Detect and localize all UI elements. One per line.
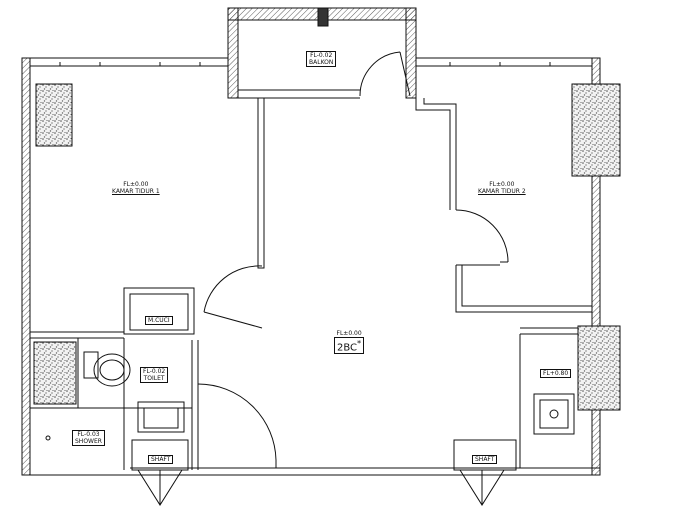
- room-label-toilet: FL-0.02 TOILET: [140, 367, 169, 383]
- exterior-walls: [21, 7, 601, 476]
- room-label-kamar-tidur-1: FL±0.00 KAMAR TIDUR 1: [112, 181, 160, 195]
- room-label-m-cuci: M.CUCI: [145, 316, 173, 325]
- doors: [137, 51, 509, 506]
- room-label-balkon: FL-0.02 BALKON: [306, 51, 337, 67]
- room-label-kamar-tidur-2: FL±0.00 KAMAR TIDUR 2: [478, 181, 526, 195]
- room-label-kitchen: FL+0.80: [540, 369, 572, 378]
- room-label-living: FL±0.00 2BC*: [334, 330, 365, 355]
- room-label-shower: FL-0.03 SHOWER: [72, 430, 105, 446]
- fixtures: [45, 351, 575, 441]
- room-label-shaft-right: SHAFT: [472, 455, 498, 464]
- room-label-shaft-left: SHAFT: [148, 455, 174, 464]
- interior-walls: [30, 97, 600, 471]
- stone-columns: [33, 7, 621, 411]
